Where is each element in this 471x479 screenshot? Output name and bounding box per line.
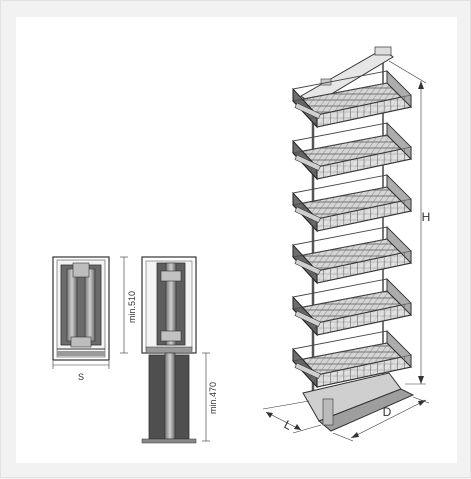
wire-basket xyxy=(292,225,413,285)
wire-basket xyxy=(292,277,413,337)
height-dimension xyxy=(388,60,427,385)
depth-label: D xyxy=(383,405,392,419)
length-dimension xyxy=(262,400,322,434)
height-label: H xyxy=(422,210,431,224)
wire-basket xyxy=(292,173,413,233)
wire-basket xyxy=(292,121,413,181)
side-view xyxy=(141,256,210,444)
min470-label: min.470 xyxy=(208,382,218,414)
min510-label: min.510 xyxy=(127,291,137,323)
pantry-unit-3d xyxy=(292,46,415,432)
basket-stack xyxy=(292,69,413,389)
length-label: L xyxy=(282,417,295,433)
front-view xyxy=(52,256,128,369)
depth-dimension xyxy=(332,396,430,442)
wire-basket xyxy=(292,69,413,129)
width-label: S xyxy=(78,372,84,382)
wire-basket xyxy=(292,329,413,389)
